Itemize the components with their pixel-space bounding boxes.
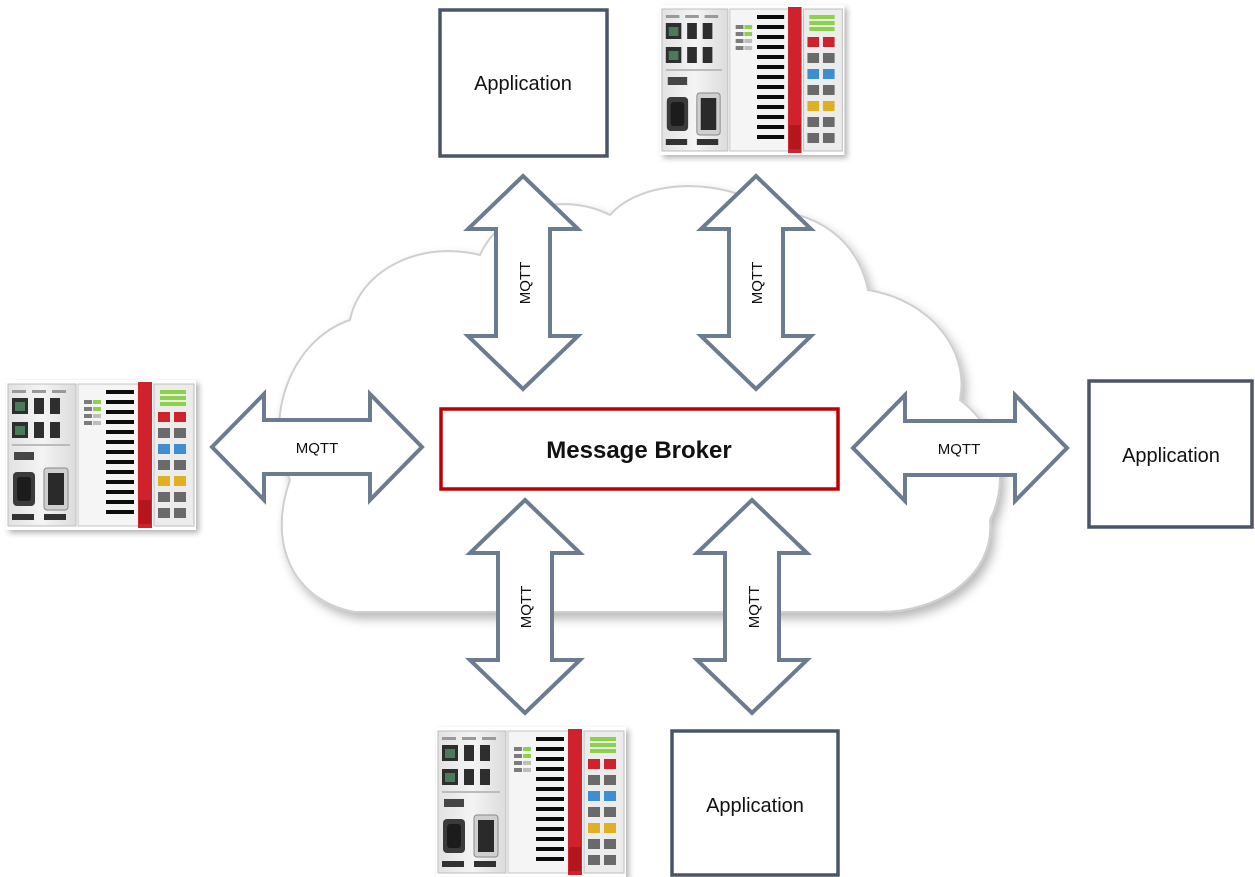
application-label-right: Application — [1122, 445, 1220, 467]
mqtt-arrow-bottom-right — [692, 497, 812, 716]
mqtt-arrow-right — [850, 390, 1070, 506]
application-label-bottom: Application — [706, 795, 804, 817]
mqtt-label-top-right: MQTT — [749, 262, 766, 305]
mqtt-label-bottom-left: MQTT — [518, 586, 535, 629]
mqtt-arrow-top-right — [696, 173, 816, 392]
plc-device-bottom — [435, 726, 627, 877]
message-broker-box: Message Broker — [439, 407, 840, 491]
plc-device-top — [659, 4, 845, 156]
application-box-bottom: Application — [670, 729, 840, 877]
mqtt-label-right: MQTT — [938, 441, 981, 458]
mqtt-label-top-left: MQTT — [517, 262, 534, 305]
mqtt-arrow-bottom-left — [465, 497, 585, 716]
mqtt-label-left: MQTT — [296, 440, 339, 457]
mqtt-arrow-top-left — [463, 173, 583, 392]
plc-device-left — [5, 379, 197, 531]
mqtt-label-bottom-right: MQTT — [746, 586, 763, 629]
cloud-shape — [278, 185, 1001, 613]
application-box-top: Application — [438, 8, 609, 158]
application-label-top: Application — [474, 73, 572, 95]
mqtt-arrow-left — [209, 389, 425, 505]
application-box-right: Application — [1087, 379, 1254, 529]
message-broker-label: Message Broker — [546, 437, 731, 464]
